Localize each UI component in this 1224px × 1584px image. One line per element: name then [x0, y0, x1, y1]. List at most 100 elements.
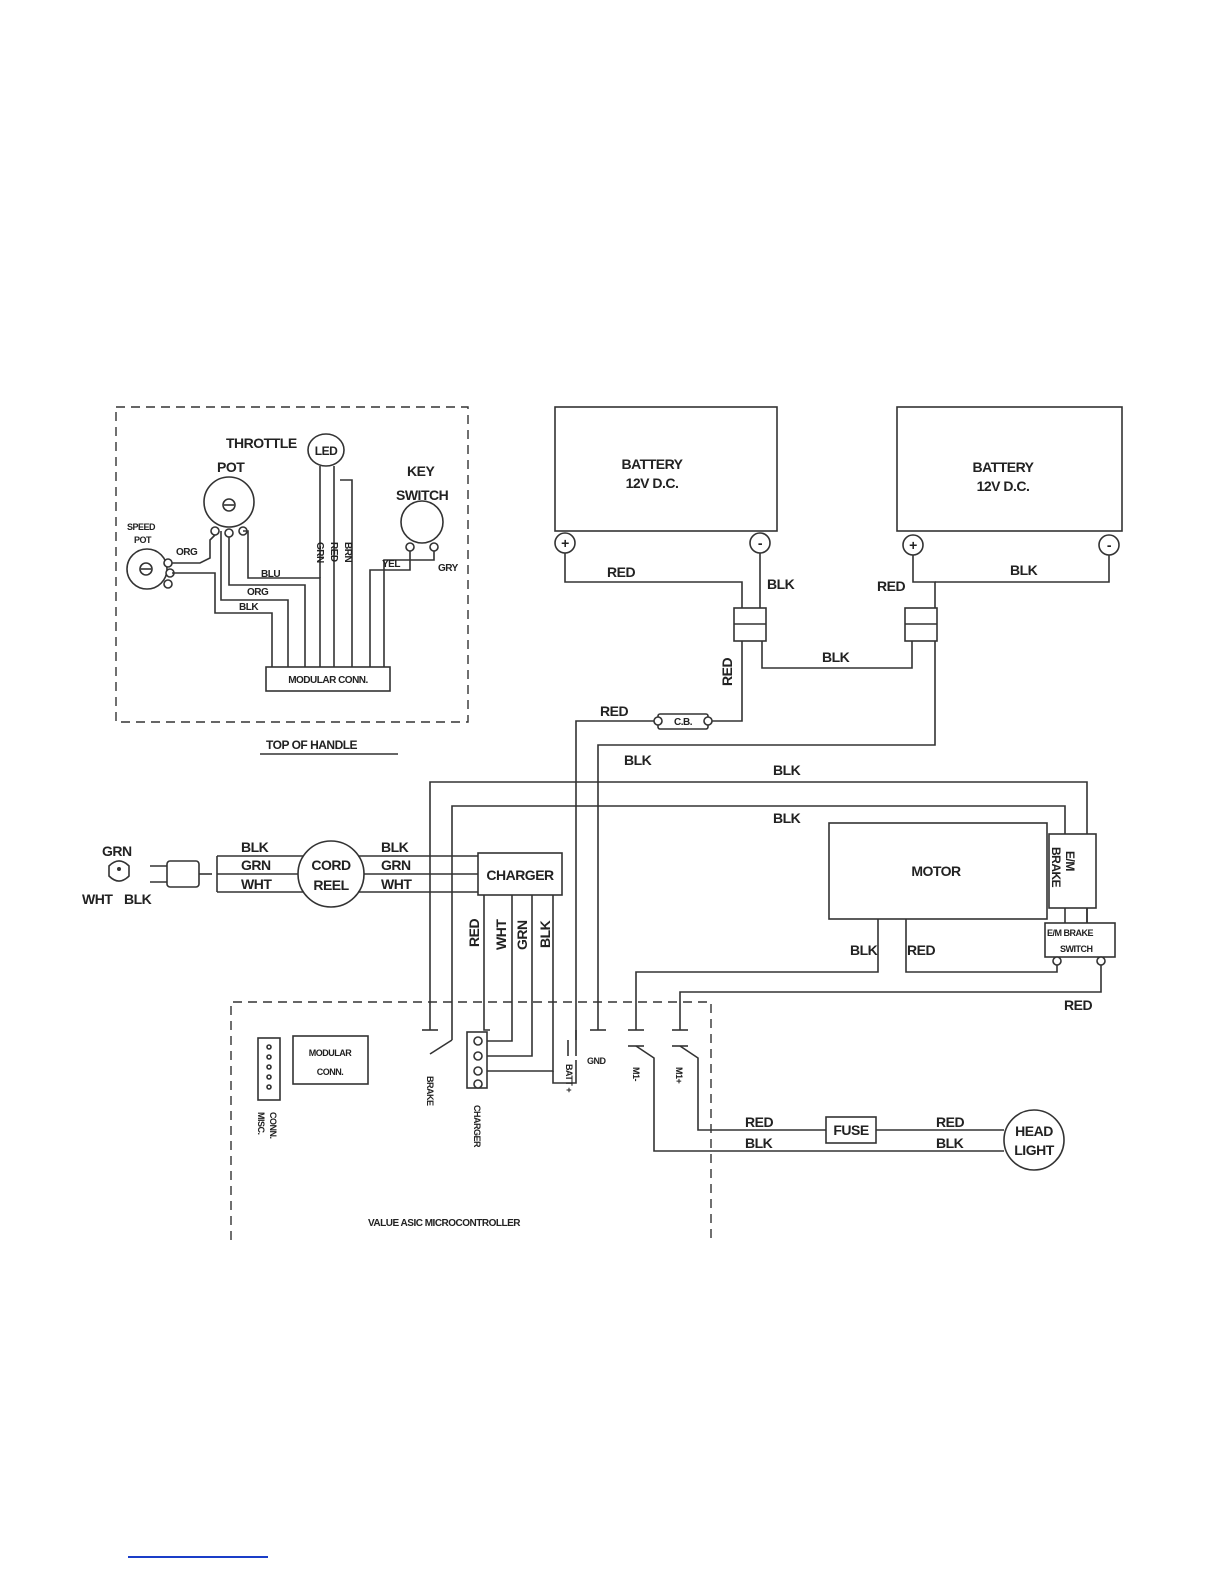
- motor-label: MOTOR: [911, 863, 961, 879]
- plug-icon: [166, 860, 200, 888]
- reel-out-grn: GRN: [381, 857, 411, 873]
- motor-red-label: RED: [907, 942, 935, 958]
- em-brake-switch-label-1: E/M BRAKE: [1047, 928, 1093, 938]
- reel-out-blk: BLK: [381, 839, 409, 855]
- em-brake-switch: [1044, 922, 1116, 958]
- charger-blk-label: BLK: [537, 920, 553, 948]
- link-blk-label: BLK: [822, 649, 850, 665]
- battery-2: BATTERY 12V D.C. + -: [896, 406, 1123, 556]
- switch-red-label: RED: [1064, 997, 1092, 1013]
- motor: [828, 822, 1048, 920]
- key-switch-label-2: SWITCH: [396, 487, 449, 503]
- b2-red-label: RED: [877, 578, 905, 594]
- footer-link-underline[interactable]: [128, 1556, 268, 1558]
- led: [307, 433, 345, 467]
- b2-blk-label: BLK: [1010, 562, 1038, 578]
- reel-in-grn: GRN: [241, 857, 271, 873]
- headlight: [1003, 1109, 1065, 1171]
- handle-boundary: [115, 406, 469, 723]
- plug-blk-label: BLK: [124, 891, 152, 907]
- charger: [477, 852, 563, 896]
- wire-label-blu: BLU: [261, 569, 280, 580]
- handle-modular-conn: [265, 666, 391, 692]
- hl-red-label-2: RED: [936, 1114, 964, 1130]
- charger-label: CHARGER: [486, 867, 554, 883]
- hl-blk-label-2: BLK: [936, 1135, 964, 1151]
- b1-blk-label: BLK: [767, 576, 795, 592]
- battery-wiring: C.B. RED BLK RED BLK BLK RED RED BLK: [564, 553, 1110, 1040]
- speed-pot-label-2: POT: [134, 535, 152, 545]
- em-brake-label-1: E/M: [1063, 851, 1077, 871]
- svg-text:-: -: [1107, 537, 1112, 553]
- key-switch-label-1: KEY: [407, 463, 435, 479]
- battery-1-label-2: 12V D.C.: [626, 475, 679, 491]
- cord-reel: [297, 840, 365, 908]
- gnd-label: GND: [587, 1056, 607, 1066]
- wire-label-yel: YEL: [382, 559, 400, 570]
- cb-red-label: RED: [600, 703, 628, 719]
- charger-red-label: RED: [466, 919, 482, 947]
- charger-wht-label: WHT: [493, 919, 509, 950]
- speed-pot-label-1: SPEED: [127, 522, 156, 532]
- controller-section: MODULAR CONN. MISC. CONN. BRAKE CHARGER …: [230, 1001, 1004, 1240]
- hl-red-label-1: RED: [745, 1114, 773, 1130]
- battery-1-label-1: BATTERY: [621, 456, 683, 472]
- svg-text:+: +: [909, 537, 917, 553]
- wire-label-grn: GRN: [314, 542, 325, 563]
- wire-label-blk: BLK: [239, 602, 259, 613]
- em-brake: [1048, 833, 1097, 909]
- plug-wht-label: WHT: [82, 891, 113, 907]
- handle-modular-conn-label: MODULAR CONN.: [288, 675, 368, 686]
- reel-in-blk: BLK: [241, 839, 269, 855]
- misc-conn-label-1: MISC.: [256, 1112, 266, 1135]
- led-label: LED: [315, 444, 338, 458]
- circuit-breaker-label: C.B.: [674, 717, 693, 728]
- throttle-pot-label-1: THROTTLE: [226, 435, 297, 451]
- reel-in-wht: WHT: [241, 876, 272, 892]
- headlight-label-2: LIGHT: [1014, 1142, 1054, 1158]
- motor-section: MOTOR E/M BRAKE E/M BRAKE SWITCH BLK RED…: [635, 822, 1116, 1030]
- reel-out-wht: WHT: [381, 876, 412, 892]
- cord-reel-label-1: CORD: [311, 857, 351, 873]
- plug-grn-label: GRN: [102, 843, 132, 859]
- charger-grn-label: GRN: [514, 920, 530, 950]
- controller-modular-conn: [292, 1035, 369, 1085]
- ac-plug-section: GRN WHT BLK CORD REEL BLK GRN WHT BLK GR…: [82, 839, 577, 1084]
- brake-pin-label: BRAKE: [425, 1076, 435, 1106]
- fuse: [825, 1116, 877, 1144]
- batt-plus-label: BATT +: [564, 1064, 574, 1092]
- em-brake-label-2: BRAKE: [1049, 847, 1063, 888]
- controller-modular-conn-label-1: MODULAR: [309, 1048, 352, 1058]
- motor-blk-label: BLK: [850, 942, 878, 958]
- charger-pin-label: CHARGER: [472, 1105, 482, 1148]
- wire-label-red: RED: [328, 542, 339, 562]
- throttle-pot-label-2: POT: [217, 459, 245, 475]
- m1-minus-label: M1-: [631, 1067, 641, 1082]
- cord-reel-label-2: REEL: [313, 877, 349, 893]
- headlight-label-1: HEAD: [1015, 1123, 1053, 1139]
- b1-red-label: RED: [607, 564, 635, 580]
- top-blk-label-1: BLK: [773, 762, 801, 778]
- gnd-blk-label: BLK: [624, 752, 652, 768]
- handle-section: THROTTLE POT LED KEY SWITCH SPEED POT MO…: [115, 406, 469, 755]
- svg-text:-: -: [758, 535, 763, 551]
- fuse-label: FUSE: [833, 1122, 869, 1138]
- battery-2-label-2: 12V D.C.: [977, 478, 1030, 494]
- m1-plus-label: M1+: [674, 1067, 684, 1084]
- hl-blk-label-1: BLK: [745, 1135, 773, 1151]
- top-blk-label-2: BLK: [773, 810, 801, 826]
- headlight-section: FUSE HEAD LIGHT RED BLK RED BLK: [745, 1109, 1065, 1171]
- vert-red-label: RED: [719, 658, 735, 686]
- handle-title: TOP OF HANDLE: [266, 738, 358, 752]
- wire-label-brn: BRN: [342, 542, 353, 562]
- em-brake-switch-label-2: SWITCH: [1060, 944, 1093, 954]
- battery-1: BATTERY 12V D.C. + -: [554, 406, 778, 554]
- key-switch: [400, 500, 444, 544]
- wire-label-org: ORG: [176, 547, 198, 558]
- controller-modular-conn-label-2: CONN.: [317, 1067, 344, 1077]
- controller-title: VALUE ASIC MICROCONTROLLER: [368, 1218, 521, 1229]
- wire-label-org-2: ORG: [247, 587, 269, 598]
- misc-conn-label-2: CONN.: [268, 1112, 278, 1139]
- svg-text:+: +: [561, 535, 569, 551]
